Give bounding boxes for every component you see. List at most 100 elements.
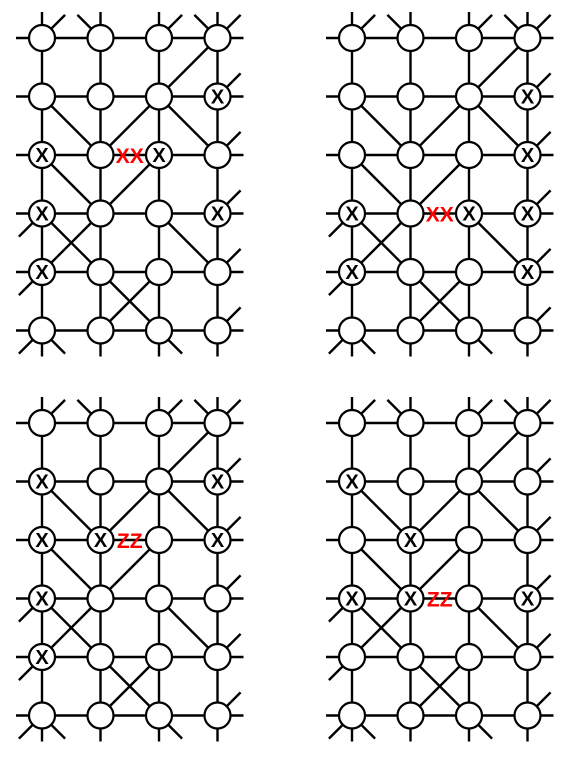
diagonal-stub: [76, 399, 93, 415]
node-x-label: X: [35, 262, 49, 284]
node-circle: [513, 584, 542, 613]
node-circle: [27, 642, 57, 672]
diagonal-stub: [167, 399, 183, 415]
node-x-label: X: [462, 204, 476, 226]
diagonal-stub: [225, 516, 242, 532]
node-circle: [86, 701, 115, 730]
node-x-label: X: [404, 589, 418, 611]
node-circle: [86, 316, 115, 345]
diagonal-stub: [503, 14, 520, 30]
diagonal-stub: [167, 338, 183, 355]
lattice-node: X: [513, 199, 542, 228]
lattice-node: [337, 525, 367, 555]
lattice-node: [27, 23, 57, 53]
lattice-node: [144, 199, 174, 228]
lattice-node: X: [454, 199, 484, 228]
lattice-node: [144, 642, 174, 672]
node-circle: [513, 140, 542, 170]
node-circle: [27, 82, 57, 111]
node-circle: [144, 584, 174, 613]
node-circle: [513, 642, 542, 672]
lattice-node: [454, 23, 484, 53]
lattice-node: X: [27, 140, 57, 170]
node-circle: [203, 82, 232, 111]
lattice-node: X: [337, 199, 367, 228]
node-circle: [513, 467, 542, 496]
diagonal-stub: [535, 189, 552, 206]
node-circle: [86, 199, 115, 228]
lattice-node: X: [396, 584, 425, 613]
node-x-label: X: [211, 204, 225, 226]
node-x-label: X: [211, 530, 225, 552]
diagonal-stub: [328, 221, 344, 238]
lattice-node: [86, 701, 115, 730]
diagonal-stub: [167, 14, 183, 30]
node-x-label: X: [35, 145, 49, 167]
node-circle: [203, 257, 232, 287]
node-circle: [27, 316, 57, 345]
edges: [16, 397, 244, 742]
lattice-node: [396, 23, 425, 53]
diagonal-stub: [225, 457, 242, 474]
diagonal-stub: [50, 399, 66, 415]
lattice-node: [144, 23, 174, 53]
node-circle: [396, 140, 425, 170]
diagonal-stub: [225, 691, 242, 708]
node-x-label: X: [521, 262, 535, 284]
node-circle: [27, 199, 57, 228]
lattice-node: [86, 199, 115, 228]
node-circle: [337, 525, 367, 555]
node-circle: [337, 408, 367, 438]
node-circle: [86, 23, 115, 53]
node-circle: [396, 584, 425, 613]
lattice-node: X: [27, 199, 57, 228]
lattice-node: [144, 584, 174, 613]
lattice-node: [337, 408, 367, 438]
lattice-node: [513, 701, 542, 730]
diagonal-stub: [386, 399, 403, 415]
lattice-node: [513, 408, 542, 438]
lattice-node: [203, 140, 232, 170]
lattice-node: X: [27, 257, 57, 287]
node-circle: [203, 467, 232, 496]
diagonal-stub: [18, 280, 34, 296]
diagonal-stub: [18, 338, 34, 355]
node-circle: [86, 642, 115, 672]
lattice-node: X: [513, 584, 542, 613]
edges: [16, 12, 244, 357]
edges: [326, 397, 554, 742]
diagonal-stub: [50, 723, 66, 740]
node-circle: [396, 82, 425, 111]
lattice-node: [454, 642, 484, 672]
lattice-node: [396, 257, 425, 287]
diagonal-stub: [76, 14, 93, 30]
diagonal-stub: [328, 665, 344, 681]
node-circle: [337, 701, 367, 730]
lattice-node: [454, 467, 484, 496]
node-circle: [454, 140, 484, 170]
node-circle: [513, 82, 542, 111]
node-circle: [27, 257, 57, 287]
lattice-node: [396, 82, 425, 111]
lattice-node: [203, 701, 232, 730]
lattice-node: [337, 140, 367, 170]
lattice-node: [86, 257, 115, 287]
node-circle: [203, 701, 232, 730]
node-circle: [203, 23, 232, 53]
node-circle: [337, 82, 367, 111]
diagonal-stub: [167, 723, 183, 740]
node-circle: [396, 257, 425, 287]
node-circle: [144, 257, 174, 287]
diagonal-stub: [50, 14, 66, 30]
lattice-node: [454, 257, 484, 287]
node-x-label: X: [521, 204, 535, 226]
lattice-node: [86, 408, 115, 438]
lattice-node: [203, 584, 232, 613]
node-circle: [27, 525, 57, 555]
lattice-node: X: [27, 642, 57, 672]
diagonal-stub: [225, 14, 242, 30]
lattice-node: [337, 701, 367, 730]
